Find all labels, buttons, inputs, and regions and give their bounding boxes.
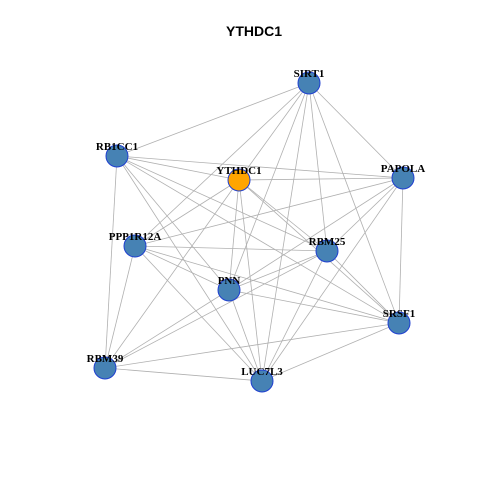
edge-rb1cc1-rbm39: [104, 155, 118, 369]
diagram-title: YTHDC1: [226, 23, 282, 39]
edge-rb1cc1-luc7l3: [116, 155, 263, 382]
node-srsf1[interactable]: SRSF1: [383, 308, 415, 335]
edge-ythdc1-rbm25: [238, 179, 328, 252]
node-ythdc1[interactable]: YTHDC1: [216, 165, 262, 192]
edge-rb1cc1-pnn: [116, 155, 230, 291]
node-pnn[interactable]: PNN: [217, 275, 241, 302]
edge-rbm25-srsf1: [326, 250, 400, 324]
node-label: PPP1R12A: [109, 231, 162, 243]
edge-rb1cc1-papola: [116, 155, 404, 179]
edge-ppp1r12a-srsf1: [134, 245, 400, 324]
node-circle[interactable]: [123, 234, 147, 258]
edge-ythdc1-papola: [238, 177, 404, 181]
node-label: SRSF1: [383, 308, 415, 320]
edge-rbm25-pnn: [228, 250, 328, 291]
node-label: RBM39: [87, 353, 124, 365]
edge-ythdc1-luc7l3: [238, 179, 263, 382]
edge-ppp1r12a-rbm39: [104, 245, 136, 369]
node-ppp1r12a[interactable]: PPP1R12A: [109, 231, 162, 258]
node-circle[interactable]: [227, 168, 251, 192]
node-circle[interactable]: [217, 278, 241, 302]
node-label: RB1CC1: [96, 141, 138, 153]
edge-ppp1r12a-luc7l3: [134, 245, 263, 382]
node-circle[interactable]: [387, 311, 411, 335]
node-luc7l3[interactable]: LUC7L3: [241, 366, 283, 393]
edge-sirt1-rbm25: [308, 82, 328, 252]
edge-rbm25-luc7l3: [261, 250, 328, 382]
edge-sirt1-ppp1r12a: [134, 82, 310, 247]
node-sirt1[interactable]: SIRT1: [294, 68, 325, 95]
node-label: YTHDC1: [216, 165, 261, 177]
node-label: SIRT1: [294, 68, 325, 80]
node-circle[interactable]: [297, 71, 321, 95]
edge-papola-pnn: [228, 177, 404, 291]
node-label: RBM25: [309, 236, 346, 248]
edge-srsf1-luc7l3: [261, 322, 400, 382]
edge-ythdc1-rbm39: [104, 179, 240, 369]
node-circle[interactable]: [250, 369, 274, 393]
node-rbm25[interactable]: RBM25: [309, 236, 346, 263]
edge-ythdc1-pnn: [228, 179, 240, 291]
edge-papola-srsf1: [398, 177, 404, 324]
node-papola[interactable]: PAPOLA: [381, 163, 425, 190]
edge-srsf1-rbm39: [104, 322, 400, 369]
edge-rb1cc1-srsf1: [116, 155, 400, 324]
edge-pnn-rbm39: [104, 289, 230, 369]
node-label: PAPOLA: [381, 163, 425, 175]
edge-ythdc1-ppp1r12a: [134, 179, 240, 247]
node-label: PNN: [218, 275, 241, 287]
node-circle[interactable]: [315, 239, 339, 263]
edge-ppp1r12a-pnn: [134, 245, 230, 291]
edge-papola-ppp1r12a: [134, 177, 404, 247]
edge-sirt1-srsf1: [308, 82, 400, 324]
edge-sirt1-papola: [308, 82, 404, 179]
edge-layer: [104, 82, 404, 382]
edge-sirt1-pnn: [228, 82, 310, 291]
node-rb1cc1[interactable]: RB1CC1: [96, 141, 138, 168]
edge-sirt1-rb1cc1: [116, 82, 310, 157]
edge-rbm25-rbm39: [104, 250, 328, 369]
node-label: LUC7L3: [241, 366, 283, 378]
edge-rbm39-luc7l3: [104, 367, 263, 382]
edge-sirt1-ythdc1: [238, 82, 310, 181]
edge-rb1cc1-ythdc1: [116, 155, 240, 181]
node-circle[interactable]: [391, 166, 415, 190]
edge-papola-rbm25: [326, 177, 404, 252]
edge-pnn-srsf1: [228, 289, 400, 324]
node-circle[interactable]: [105, 144, 129, 168]
edge-papola-luc7l3: [261, 177, 404, 382]
node-circle[interactable]: [93, 356, 117, 380]
edge-ppp1r12a-rbm25: [134, 245, 328, 252]
edge-pnn-luc7l3: [228, 289, 263, 382]
node-rbm39[interactable]: RBM39: [87, 353, 124, 380]
